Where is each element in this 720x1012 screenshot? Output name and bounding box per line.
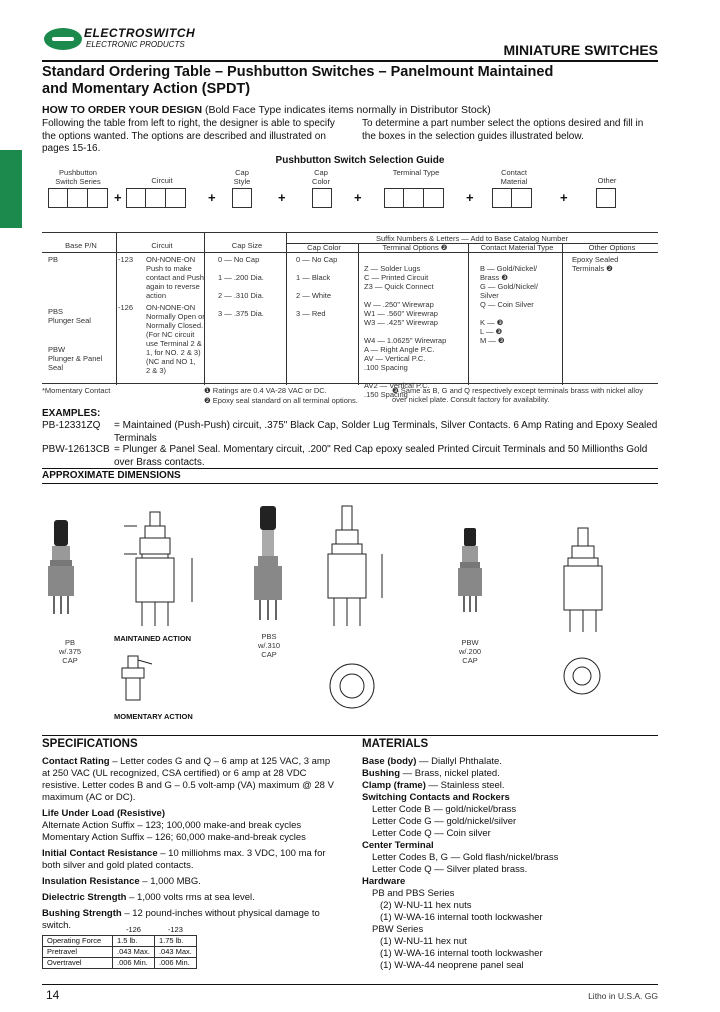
plus-sign: + (114, 190, 122, 205)
examples-heading: EXAMPLES: (42, 408, 101, 419)
circuit-boxes[interactable] (126, 188, 186, 208)
series-boxes[interactable] (48, 188, 108, 208)
other-box[interactable] (596, 188, 616, 213)
cap-style-box[interactable] (232, 188, 252, 213)
dimensions-heading: APPROXIMATE DIMENSIONS (42, 470, 181, 481)
options-table: Suffix Numbers & Letters — Add to Base C… (42, 232, 658, 399)
logo-mark-icon (44, 28, 82, 50)
how-to-right: To determine a part number select the op… (362, 118, 644, 142)
note-2: ❷ Epoxy seal standard on all terminal op… (204, 396, 358, 405)
base-pbw: PBW Plunger & Panel Seal (48, 345, 103, 372)
specs-list: Contact Rating – Letter codes G and Q – … (42, 756, 334, 931)
page-title: Standard Ordering Table – Pushbutton Swi… (42, 64, 554, 97)
base-pbs: PBS Plunger Seal (48, 307, 91, 325)
cap-color-box[interactable] (312, 188, 332, 213)
caption-maintained: MAINTAINED ACTION (114, 634, 192, 643)
suffix-header: Suffix Numbers & Letters — Add to Base C… (286, 234, 658, 244)
electroswitch-logo: ELECTROSWITCH ELECTRONIC PRODUCTS (44, 26, 196, 54)
note-3: ❸ Same as B, G and Q respectively except… (392, 386, 643, 404)
top-divider (42, 60, 658, 62)
contact-boxes[interactable] (492, 188, 532, 208)
guide-title: Pushbutton Switch Selection Guide (275, 155, 445, 166)
litho-note: Litho in U.S.A. GG (588, 991, 658, 1001)
specs-heading: SPECIFICATIONS (42, 738, 138, 750)
terminal-boxes[interactable] (384, 188, 444, 208)
materials-heading: MATERIALS (362, 738, 429, 750)
caption-pbw: PBW w/.200 CAP (458, 638, 482, 665)
materials-list: Base (body) — Diallyl Phthalate. Bushing… (362, 756, 559, 971)
how-to-heading: HOW TO ORDER YOUR DESIGN (Bold Face Type… (42, 104, 491, 116)
brand-sub: ELECTRONIC PRODUCTS (86, 40, 185, 49)
dimension-drawings: PB w/.375 CAP MAINTAINED ACTION MOMENTAR… (42, 492, 658, 724)
series-title: MINIATURE SWITCHES (503, 42, 658, 58)
base-pb: PB (48, 255, 59, 264)
how-to-left: Following the table from left to right, … (42, 118, 335, 154)
page-number: 14 (46, 988, 60, 1002)
section-tab (0, 150, 22, 228)
brand-name: ELECTROSWITCH (84, 26, 196, 40)
switch-diagrams-icon (48, 505, 603, 709)
caption-pb: PB w/.375 CAP (58, 638, 82, 665)
caption-momentary: MOMENTARY ACTION (114, 712, 193, 721)
selection-guide: Pushbutton Switch Series Circuit Cap Sty… (42, 168, 658, 212)
caption-pbs: PBS w/.310 CAP (257, 632, 281, 659)
note-1: ❶ Ratings are 0.4 VA-28 VAC or DC. (204, 386, 327, 395)
